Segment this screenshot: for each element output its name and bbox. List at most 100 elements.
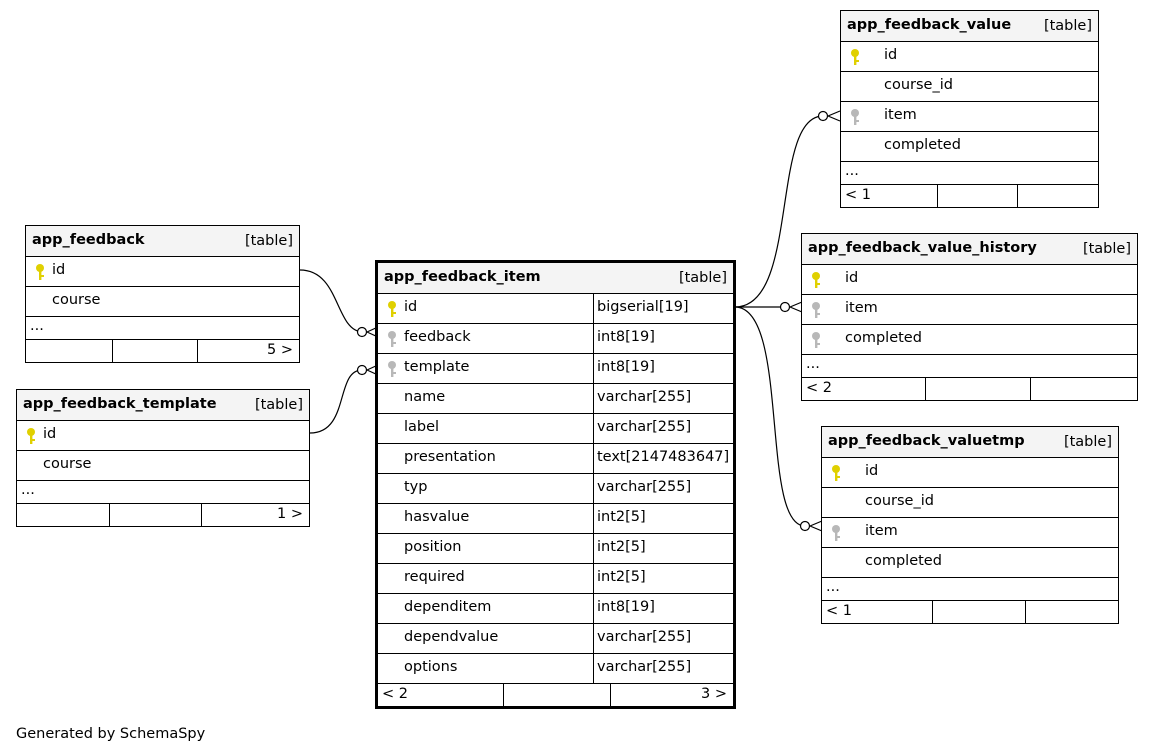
column-name: id [43, 426, 57, 442]
column-name: item [884, 107, 917, 123]
column-row: course_id [841, 72, 1098, 102]
column-type: int8[19] [597, 599, 655, 615]
primary-key-icon [34, 263, 46, 281]
table-header: app_feedback_template [table] [17, 390, 309, 421]
column-name: options [404, 659, 458, 675]
table-name: app_feedback_template [23, 396, 217, 412]
column-name: template [404, 359, 470, 375]
column-type: varchar[255] [597, 479, 692, 495]
column-row: id [26, 257, 299, 287]
edge-item-to-valuetmp [734, 306, 806, 527]
column-name: feedback [404, 329, 471, 345]
column-row: item [841, 102, 1098, 132]
column-row: id [802, 265, 1137, 295]
foreign-key-icon [810, 301, 822, 319]
more-columns: ... [17, 481, 309, 504]
foreign-key-icon [386, 330, 398, 348]
table-app-feedback[interactable]: app_feedback [table] id course ... 5 > [25, 225, 300, 363]
column-row: completed [822, 548, 1118, 578]
column-name: id [845, 270, 859, 286]
column-row: course_id [822, 488, 1118, 518]
column-name: id [884, 47, 898, 63]
primary-key-icon [830, 464, 842, 482]
edge-feedback-to-item [299, 269, 363, 333]
column-name: course [52, 292, 101, 308]
table-type: [table] [1082, 241, 1131, 257]
table-name: app_feedback [32, 232, 145, 248]
column-type: text[2147483647] [597, 449, 730, 465]
column-type: varchar[255] [597, 419, 692, 435]
child-count: 1 > [277, 506, 303, 522]
column-type: bigserial[19] [597, 299, 689, 315]
foreign-key-icon [386, 360, 398, 378]
edge-item-to-value [734, 115, 824, 308]
more-columns: ... [802, 355, 1137, 378]
table-type: [table] [1043, 18, 1092, 34]
column-name: hasvalue [404, 509, 470, 525]
parent-count: < 1 [845, 187, 871, 203]
child-count: 5 > [267, 342, 293, 358]
table-type: [table] [678, 270, 727, 286]
column-name: completed [884, 137, 961, 153]
column-type: int2[5] [597, 539, 646, 555]
column-row: item [802, 295, 1137, 325]
table-name: app_feedback_value [847, 17, 1012, 33]
column-row: course [26, 287, 299, 317]
generated-by-label: Generated by SchemaSpy [16, 726, 206, 742]
table-name: app_feedback_valuetmp [828, 433, 1025, 449]
column-row: item [822, 518, 1118, 548]
column-row: presentation text[2147483647] [378, 444, 733, 474]
foreign-key-icon [810, 331, 822, 349]
column-row: template int8[19] [378, 354, 733, 384]
column-name: course [43, 456, 92, 472]
more-columns: ... [841, 162, 1098, 185]
column-row: options varchar[255] [378, 654, 733, 684]
table-footer: < 1 [841, 185, 1098, 207]
column-type: varchar[255] [597, 659, 692, 675]
more-columns: ... [26, 317, 299, 340]
column-name: completed [865, 553, 942, 569]
child-count: 3 > [701, 686, 727, 702]
parent-count: < 2 [806, 380, 832, 396]
more-columns: ... [822, 578, 1118, 601]
foreign-key-icon [830, 524, 842, 542]
table-name: app_feedback_item [384, 269, 541, 285]
table-header: app_feedback_valuetmp [table] [822, 427, 1118, 458]
primary-key-icon [810, 271, 822, 289]
table-footer: < 2 [802, 378, 1137, 400]
column-name: id [865, 463, 879, 479]
column-row: id [17, 421, 309, 451]
column-type: varchar[255] [597, 629, 692, 645]
foreign-key-icon [849, 108, 861, 126]
column-type: int8[19] [597, 329, 655, 345]
column-type: int2[5] [597, 569, 646, 585]
table-type: [table] [244, 233, 293, 249]
table-app-feedback-valuetmp[interactable]: app_feedback_valuetmp [table] id course_i… [821, 426, 1119, 624]
column-name: item [865, 523, 898, 539]
table-footer: 5 > [26, 340, 299, 362]
column-name: item [845, 300, 878, 316]
column-row: id [841, 42, 1098, 72]
column-name: dependitem [404, 599, 492, 615]
column-type: int8[19] [597, 359, 655, 375]
table-footer: < 2 3 > [378, 684, 733, 706]
primary-key-icon [25, 427, 37, 445]
column-name: dependvalue [404, 629, 499, 645]
primary-key-icon [386, 300, 398, 318]
column-name: id [52, 262, 66, 278]
column-row: id [822, 458, 1118, 488]
column-name: presentation [404, 449, 496, 465]
column-row: dependitem int8[19] [378, 594, 733, 624]
column-name: completed [845, 330, 922, 346]
table-app-feedback-template[interactable]: app_feedback_template [table] id course .… [16, 389, 310, 527]
table-header: app_feedback_item [table] [378, 263, 733, 294]
